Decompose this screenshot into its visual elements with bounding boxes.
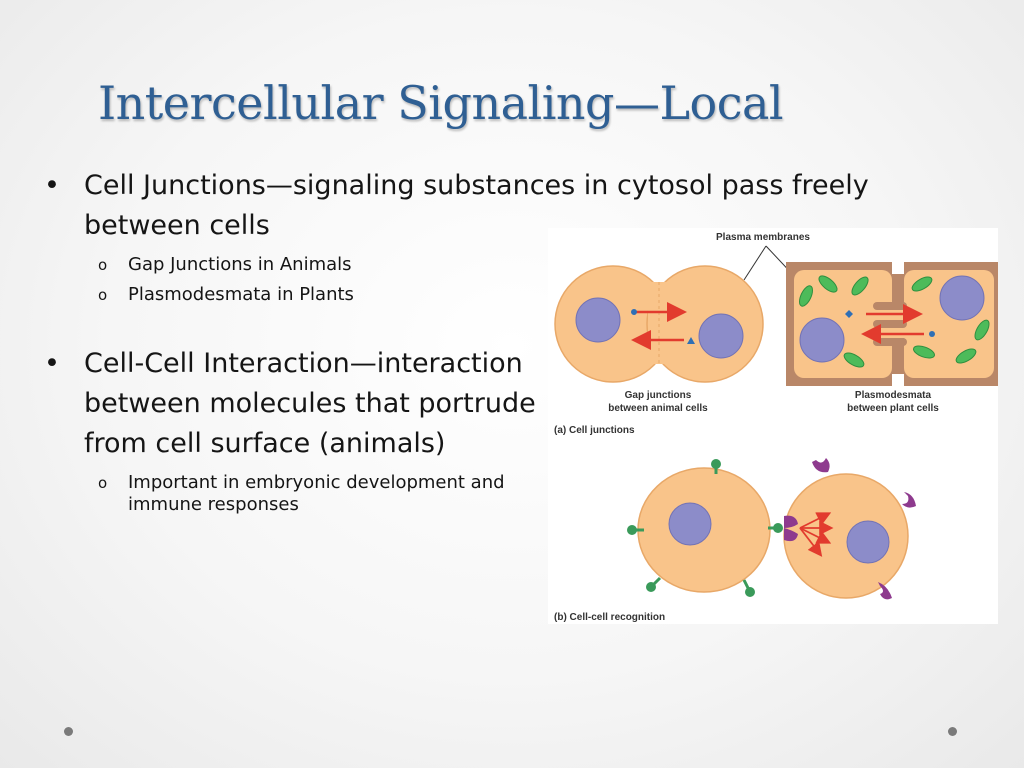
- plasmodesma-wall: [873, 338, 907, 346]
- chloroplast-icon: [911, 276, 933, 292]
- nucleus-icon: [846, 520, 890, 564]
- cell-signaling-figure: Plasma membranes: [548, 228, 998, 624]
- signal-arrow-icon: [799, 527, 823, 557]
- nucleus-icon: [939, 275, 985, 321]
- label-plasmodesmata: Plasmodesmata: [855, 390, 932, 401]
- plasmodesma-wall: [873, 320, 907, 328]
- chloroplast-icon: [974, 319, 990, 341]
- surface-marker-icon: [745, 587, 755, 597]
- nucleus-icon: [668, 502, 712, 546]
- sub-bullet-embryonic: o Important in embryonic development and…: [44, 472, 548, 516]
- signal-arrow-icon: [799, 512, 832, 529]
- plasmodesma-wall: [873, 302, 907, 310]
- bullet-marker: •: [44, 170, 60, 201]
- signal-molecule-icon: [929, 331, 935, 337]
- receptor-icon: [784, 515, 798, 542]
- chloroplast-icon: [799, 285, 813, 307]
- decorative-dot-left: [64, 727, 73, 736]
- signal-molecule-icon: [631, 309, 637, 315]
- surface-marker-icon: [646, 582, 656, 592]
- plant-cells-plasmodesmata: [786, 262, 998, 386]
- nucleus-icon: [698, 313, 744, 359]
- bullet-text: Cell-Cell Interaction—interaction betwee…: [84, 348, 536, 459]
- caption-cell-junctions: (a) Cell junctions: [554, 425, 635, 436]
- nucleus-icon: [799, 317, 845, 363]
- surface-marker-stem: [742, 579, 750, 589]
- sub-bullet-text: Plasmodesmata in Plants: [128, 284, 354, 305]
- animal-cells-gap-junction: [554, 265, 764, 383]
- bullet-cell-cell-interaction: • Cell-Cell Interaction—interaction betw…: [44, 344, 544, 464]
- sub-bullet-marker: o: [98, 256, 108, 274]
- chloroplast-icon: [843, 352, 865, 368]
- sub-bullet-gap-junctions: o Gap Junctions in Animals: [44, 254, 564, 276]
- caption-cell-cell-recognition: (b) Cell-cell recognition: [554, 612, 665, 623]
- decorative-dot-right: [948, 727, 957, 736]
- bullet-marker: •: [44, 348, 60, 379]
- figure-svg: Plasma membranes: [554, 232, 998, 623]
- surface-marker-icon: [711, 459, 721, 469]
- chloroplast-icon: [851, 276, 869, 296]
- recognition-cell-right: [783, 473, 909, 599]
- receptor-icon: [812, 458, 830, 473]
- nucleus-icon: [575, 297, 621, 343]
- chloroplast-icon: [955, 348, 977, 364]
- surface-marker-icon: [773, 523, 783, 533]
- signal-arrow-icon: [799, 527, 832, 544]
- cell-cell-recognition: [627, 458, 916, 600]
- chloroplast-icon: [818, 275, 838, 293]
- surface-marker-icon: [627, 525, 637, 535]
- label-between-plant-cells: between plant cells: [847, 403, 939, 414]
- sub-bullet-plasmodesmata: o Plasmodesmata in Plants: [44, 284, 564, 306]
- slide-title: Intercellular Signaling—Local: [98, 76, 784, 130]
- label-gap-junctions: Gap junctions: [625, 390, 692, 401]
- sub-bullet-text: Important in embryonic development and i…: [128, 472, 505, 515]
- receptor-icon: [878, 582, 892, 600]
- sub-bullet-text: Gap Junctions in Animals: [128, 254, 352, 275]
- sub-bullet-marker: o: [98, 286, 108, 304]
- slide-body: • Cell Junctions—signaling substances in…: [44, 166, 869, 516]
- label-plasma-membranes: Plasma membranes: [716, 232, 810, 243]
- receptor-icon: [902, 492, 916, 508]
- surface-marker-stem: [652, 576, 662, 586]
- bullet-text: Cell Junctions—signaling substances in c…: [84, 170, 869, 241]
- signal-molecule-icon: [687, 337, 695, 344]
- chloroplast-icon: [913, 345, 935, 359]
- bullet-cell-junctions: • Cell Junctions—signaling substances in…: [44, 166, 964, 246]
- pointer-line-left: [743, 245, 767, 281]
- sub-bullet-marker: o: [98, 474, 108, 492]
- signal-molecule-icon: [845, 310, 853, 318]
- gap-junction-bridge: [648, 282, 670, 364]
- label-between-animal-cells: between animal cells: [608, 403, 708, 414]
